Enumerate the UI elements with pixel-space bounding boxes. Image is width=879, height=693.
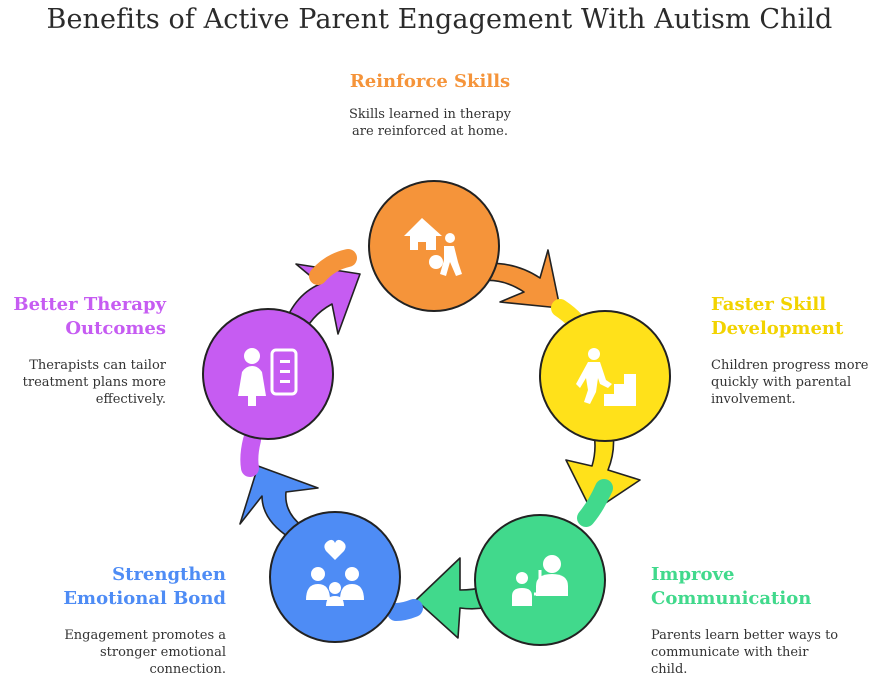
parent-child-talk-icon [512,555,568,606]
step-heading-improve-communication: Improve Communication [651,564,812,609]
circle-therapy-outcomes [202,308,334,440]
step-heading-strengthen-emotional-bond: Strengthen Emotional Bond [63,564,226,609]
step-description-strengthen-emotional-bond: Engagement promotes a stronger emotional… [64,628,226,677]
family-heart-icon [306,539,364,606]
step-description-improve-communication: Parents learn better ways to communicate… [651,628,839,677]
arrow-blue [239,465,319,539]
therapist-plan-icon [238,348,298,406]
home-child-icon [404,218,462,276]
step-description-reinforce-skills: Skills learned in therapy are reinforced… [349,107,511,139]
step-heading-better-therapy-outcomes: Better Therapy Outcomes [13,294,166,339]
step-heading-reinforce-skills: Reinforce Skills [349,71,511,92]
step-description-faster-skill-development: Children progress more quickly with pare… [711,358,869,407]
step-heading-faster-skill-development: Faster Skill Development [711,294,844,339]
climbing-stairs-icon [576,348,636,406]
circle-faster-skill [539,310,671,442]
page-title: Benefits of Active Parent Engagement Wit… [46,4,833,35]
circle-emotional-bond [269,511,401,643]
step-description-better-therapy-outcomes: Therapists can tailor treatment plans mo… [22,358,166,407]
